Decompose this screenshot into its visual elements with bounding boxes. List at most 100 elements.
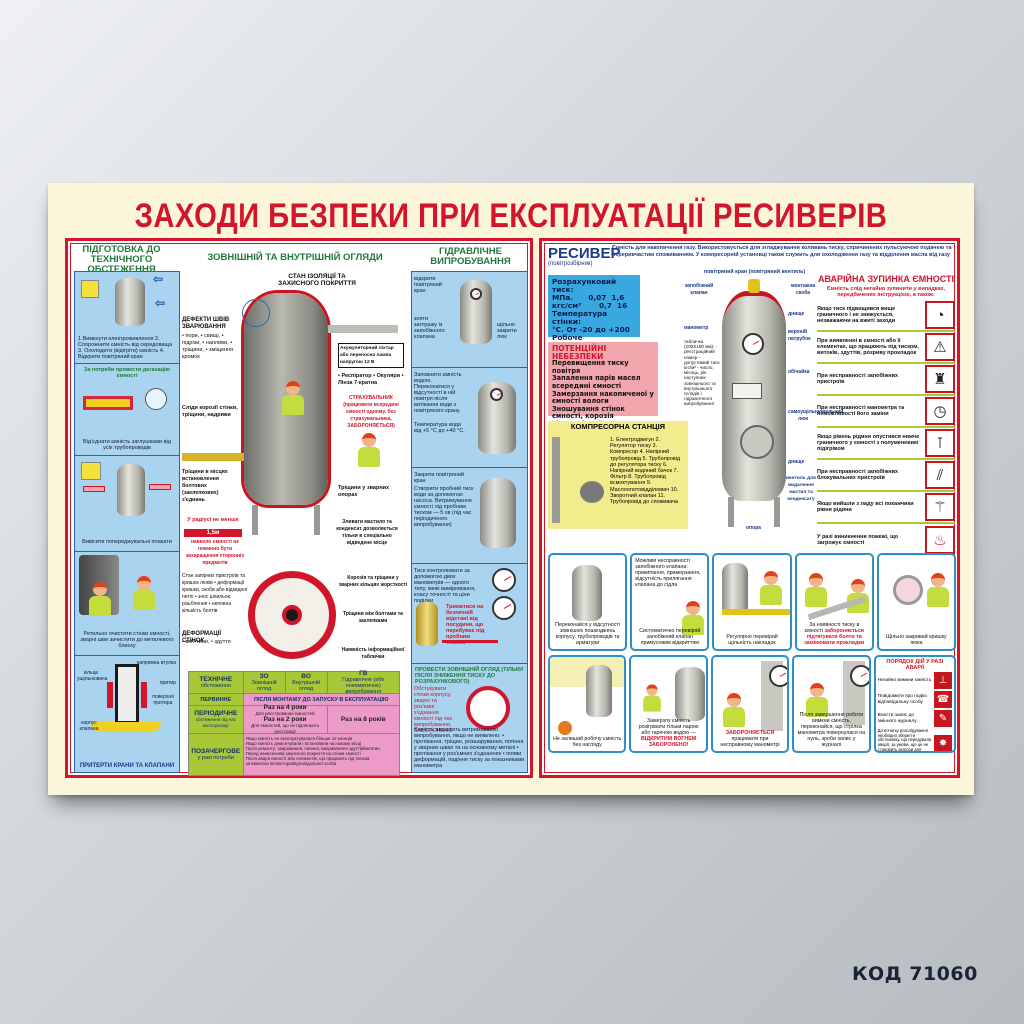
stop-item: При несправності манометра та неможливос… [817, 396, 955, 428]
procedure-text: Повідомити про подію відповідальну особу [877, 694, 927, 705]
compressor-icon [580, 481, 604, 503]
card-caption: Систематично перевіряй запобіжний клапан… [639, 628, 701, 646]
worker-illustration [89, 582, 111, 616]
table-cell: ПЕРВИННЕ [189, 694, 244, 705]
control-panel-icon [81, 462, 101, 480]
tank-illustration [117, 464, 145, 516]
procedure-item: Внести запис до змінного журналу✎ [878, 709, 953, 728]
radius-value: 1,5м [206, 530, 220, 536]
hatch-icon [892, 575, 923, 605]
list-item: Якщо ємність не експлуатувалася більше 1… [245, 736, 353, 741]
prep-step-plugs: За потреби провести дегазацію ємності Ві… [75, 364, 179, 456]
product-code: КОД 71060 [852, 963, 978, 985]
valve-body-icon [91, 722, 161, 732]
spec-line: Розрахунковий тиск: [552, 277, 617, 294]
card-safety-valve: Можливі несправності запобіжного клапана… [630, 553, 710, 651]
caption-text: За наявності тиску в ємності [804, 622, 860, 634]
hazard-item: Перевищення тиску повітря [552, 359, 629, 375]
prep-step-clean: Ретельно очистити стінки ємності, зварні… [75, 552, 179, 656]
prep-step-signs: Вивісити попереджувальні плакати [75, 456, 179, 552]
open-valve-note: відкрити повітряний кран [414, 276, 442, 294]
control-panel-icon [81, 280, 99, 298]
motor-icon [552, 437, 560, 523]
label-drain-valve: вентиль для видалення мастил та конденса… [786, 476, 816, 502]
list-item: за вимогою інспектора/відповідальної осо… [245, 761, 337, 766]
valve-icon: ⊥ [934, 672, 953, 689]
procedure-text: Негайно вимкни ємність [877, 677, 932, 683]
stop-item-text: При виявленні в ємності або її елементах… [817, 338, 919, 356]
compressor-legend: 1. Електродвигун 2. Регулятор тиску 3. К… [610, 437, 681, 506]
receiver-diagram: повітряний кран (повітряний вентиль) зап… [684, 269, 844, 535]
hydro-step-pressure: Закрити повітряний кран Створити пробний… [412, 468, 527, 564]
air-valve-icon [748, 279, 760, 293]
stop-item: Якщо рівень рідини опустився нижче грани… [817, 428, 955, 460]
poster-title: ЗАХОДИ БЕЗПЕКИ ПРИ ЕКСПЛУАТАЦІЇ РЕСИВЕРІ… [134, 197, 888, 235]
hydro-title: ГІДРАВЛІЧНЕ ВИПРОБУВАННЯ [430, 246, 511, 267]
worker-illustration [804, 573, 827, 607]
arrow-icon: ⇦ [153, 272, 164, 286]
stop-item: Якщо тиск підвищився вище граничного і н… [817, 300, 955, 332]
gauge-icon [768, 665, 788, 687]
tank-illustration [115, 278, 145, 326]
safety-cards-row-1: Переконайся у відсутності зовнішніх пошк… [548, 553, 957, 651]
label-shell: обічайка [788, 369, 810, 375]
card-caption: Не залишай робочу ємність без нагляду [553, 736, 622, 748]
caption-warning: ВІДКРИТИМ ВОГНЕМ ЗАБОРОНЕНО! [641, 736, 697, 748]
hydro-step-fill: Заповнити ємність водою. Переконатися у … [412, 368, 527, 468]
spec-line: кгс/см² 0,7 16 [552, 301, 628, 310]
prep-steps: 1.Вимкнути електроживлення 2. Спорожнити… [78, 336, 173, 360]
stop-item: У разі виникнення пожежі, що загрожує єм… [817, 524, 955, 556]
list-item: Якщо ємність демонтували і встановили на… [245, 741, 362, 746]
safety-cards-row-2: Не залишай робочу ємність без нагляду За… [548, 655, 957, 753]
bolt-cracks-label: Тріщини в місцях встановлення болтових (… [182, 469, 228, 503]
label-sleeve: напрямна втулка [136, 660, 176, 666]
worker-inside [282, 381, 304, 415]
plate-note: Наявність інформаційної таблички [341, 647, 405, 660]
weld-defects-list: • пори, • свищі, • підрізи, • напливи, •… [182, 333, 234, 360]
card-caption: Щільно закривай кришку люка [886, 634, 947, 646]
card-check-pads: Регулярно перевіряй щільність накладок [712, 553, 792, 651]
tank-leg [314, 505, 320, 535]
hatch-note: щільно закрити люк [497, 322, 517, 340]
stop-item: Якщо вийшли з ладу всі покажчики рівня р… [817, 492, 955, 524]
card-top-caption: Можливі несправності запобіжного клапана… [635, 558, 701, 588]
label-body: корпус клапана [79, 720, 99, 732]
prep-step-disconnect: ⇦ ⇦ 1.Вимкнути електроживлення 2. Спорож… [75, 272, 179, 364]
data-plate-icon [732, 383, 762, 399]
tank-illustration [572, 565, 602, 621]
label-surface: поверхня притира [152, 694, 174, 706]
stop-item-text: Якщо тиск підвищився вище граничного і н… [817, 306, 896, 324]
cat-icon [558, 721, 572, 735]
design-specs: Розрахунковий тиск: МПа. 0,07 1,6 кгс/см… [548, 275, 640, 374]
label-head: днище [788, 311, 805, 317]
deform-items: • вм'ятини, • здуття [182, 639, 231, 645]
tank-illustration [416, 602, 438, 646]
level-indicators-icon: ⚚ [925, 493, 955, 521]
warning-sign-icon [149, 484, 171, 490]
label-air-valve: повітряний кран (повітряний вентиль) [703, 269, 806, 275]
signs-note: Вивісити попереджувальні плакати [82, 539, 172, 545]
gauge-icon: ◷ [925, 397, 955, 425]
label-lapper: притир [159, 680, 176, 686]
close-valve-note: Закрити повітряний кран [414, 472, 464, 484]
gauge-icon [492, 596, 516, 620]
procedure-item: Негайно вимкни ємність⊥ [877, 671, 953, 690]
degas-note: За потреби провести дегазацію ємності [83, 367, 171, 379]
pressure-gauge-icon [742, 333, 764, 355]
prep-column: ⇦ ⇦ 1.Вимкнути електроживлення 2. Спорож… [74, 271, 180, 773]
table-cell: Якщо ємність не експлуатувалася більше 1… [243, 734, 399, 775]
label-safety-valve: запобіжний клапан [684, 283, 714, 296]
label-hatch: самоущільнювальний люк [788, 409, 844, 422]
seal-ring-icon [141, 682, 147, 708]
label-gauge: манометр [684, 325, 709, 331]
tank-illustration [722, 563, 749, 615]
deform-title: ДЕФОРМАЦІЇ СТІНОК [182, 631, 222, 644]
label-bracket: монтажна скоба [790, 283, 816, 296]
inspection-title: ЗОВНІШНІЙ ТА ВНУТРІШНІЙ ОГЛЯДИ [207, 252, 383, 263]
